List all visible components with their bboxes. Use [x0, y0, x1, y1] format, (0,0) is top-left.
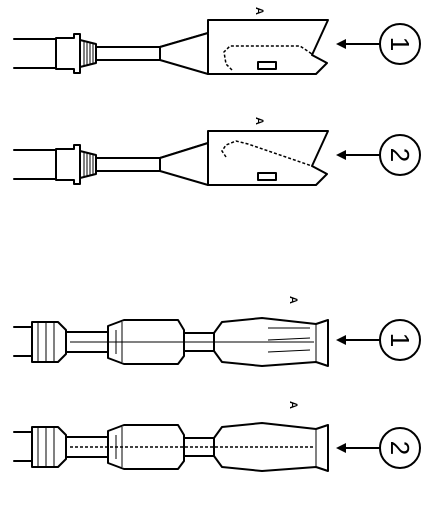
marker-a-1: A	[253, 7, 265, 15]
marker-a-2: A	[253, 117, 265, 125]
round-pin-figure-1: A 1	[13, 296, 421, 367]
flat-terminal-figure-1: A 1	[13, 7, 421, 75]
marker-a-4: A	[287, 401, 299, 409]
callout-2-top: 2	[385, 148, 415, 162]
callout-1-top: 1	[385, 37, 415, 51]
round-pin-figure-2: A 2	[13, 401, 421, 472]
callout-1-bottom: 1	[385, 333, 415, 347]
flat-terminal-figure-2: A 2	[13, 117, 421, 186]
marker-a-3: A	[287, 296, 299, 304]
callout-2-bottom: 2	[385, 441, 415, 455]
